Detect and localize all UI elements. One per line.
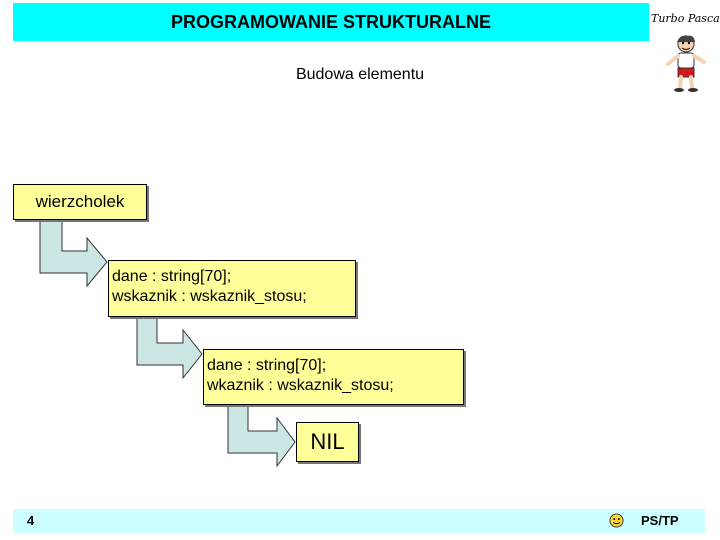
- footer-label: PS/TP: [641, 513, 679, 528]
- node1-pointer-field: wskaznik : wskaznik_stosu;: [109, 287, 355, 307]
- page-number: 4: [27, 513, 34, 528]
- pointer-arrow-2: [137, 315, 202, 378]
- node2-pointer-field: wkaznik : wskaznik_stosu;: [204, 376, 463, 396]
- smiley-icon: [609, 513, 624, 528]
- node1-data-field: dane : string[70];: [109, 267, 355, 287]
- pointer-arrow-1: [40, 218, 107, 286]
- stack-node-1: dane : string[70]; wskaznik : wskaznik_s…: [108, 260, 356, 317]
- footer-bar: 4 PS/TP: [13, 509, 705, 533]
- head-pointer-box: wierzcholek: [13, 184, 147, 220]
- node2-data-field: dane : string[70];: [204, 356, 463, 376]
- nil-terminal-box: NIL: [296, 422, 359, 462]
- stack-node-2: dane : string[70]; wkaznik : wskaznik_st…: [203, 349, 464, 405]
- pointer-arrow-3: [228, 403, 295, 466]
